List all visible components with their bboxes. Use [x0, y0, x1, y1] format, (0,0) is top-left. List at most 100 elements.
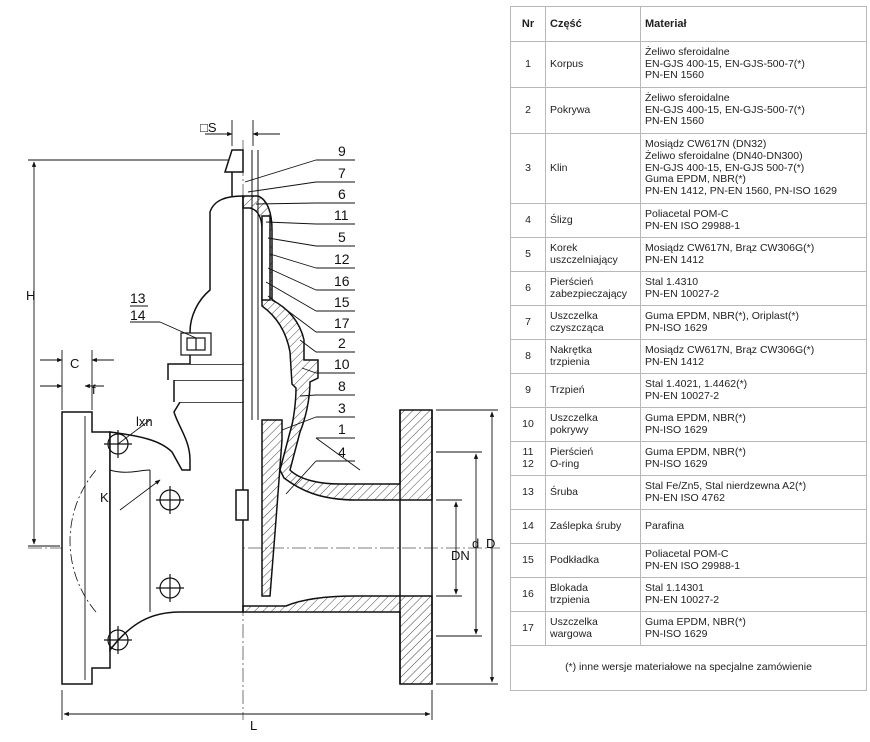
dimension-labels: □S H C f K lxn DN d D L — [26, 120, 495, 733]
header-part: Część — [545, 6, 641, 42]
callout-9: 9 — [338, 143, 346, 159]
cell-part: Blokada trzpienia — [545, 577, 641, 612]
callout-8: 8 — [338, 378, 346, 394]
cell-part: Podkładka — [545, 543, 641, 578]
cell-part: Korpus — [545, 41, 641, 88]
callout-numbers: 9 7 6 11 5 12 16 15 17 2 10 8 3 1 4 13 1… — [130, 143, 350, 460]
cell-nr: 13 — [510, 475, 546, 510]
table-footer-row: (*) inne wersje materiałowe na specjalne… — [510, 645, 867, 691]
cell-part: Zaślepka śruby — [545, 509, 641, 544]
valve-technical-drawing: □S H C f K lxn DN d D L — [26, 120, 500, 733]
cell-nr: 5 — [510, 237, 546, 272]
cell-material: Guma EPDM, NBR(*) PN-ISO 1629 — [640, 407, 867, 442]
cell-part: Klin — [545, 133, 641, 204]
dim-label-lxn: lxn — [136, 414, 153, 429]
cell-material: Guma EPDM, NBR(*), Oriplast(*) PN-ISO 16… — [640, 305, 867, 340]
callout-leaders — [130, 159, 361, 495]
dim-label-k: K — [100, 490, 109, 505]
table-header-row: Nr Część Materiał — [510, 6, 867, 42]
dim-label-f: f — [92, 382, 96, 397]
cell-nr: 1 — [510, 41, 546, 88]
callout-13: 13 — [130, 290, 146, 306]
cell-nr: 11 12 — [510, 441, 546, 476]
cell-material: Mosiądz CW617N, Brąz CW306G(*) PN-EN 141… — [640, 339, 867, 374]
callout-10: 10 — [334, 356, 350, 372]
cell-part: Pokrywa — [545, 87, 641, 134]
left-flange — [61, 411, 111, 685]
cell-material: Mosiądz CW617N, Brąz CW306G(*) PN-EN 141… — [640, 237, 867, 272]
cell-part: Uszczelka wargowa — [545, 611, 641, 646]
cell-material: Poliacetal POM-C PN-EN ISO 29988-1 — [640, 543, 867, 578]
cell-material: Mosiądz CW617N (DN32) Żeliwo sferoidalne… — [640, 133, 867, 204]
cell-part: Pierścień zabezpieczający — [545, 271, 641, 306]
dim-label-l: L — [250, 718, 257, 733]
right-flange — [399, 410, 433, 684]
cell-nr: 16 — [510, 577, 546, 612]
cell-part: Nakrętka trzpienia — [545, 339, 641, 374]
dim-label-d-small: d — [472, 536, 479, 551]
dim-label-h: H — [26, 288, 35, 303]
callout-12: 12 — [334, 251, 350, 267]
cell-material: Poliacetal POM-C PN-EN ISO 29988-1 — [640, 203, 867, 238]
header-material: Materiał — [640, 6, 867, 42]
cell-material: Stal Fe/Zn5, Stal nierdzewna A2(*) PN-EN… — [640, 475, 867, 510]
cell-part: Uszczelka pokrywy — [545, 407, 641, 442]
cell-part: Uszczelka czyszcząca — [545, 305, 641, 340]
cell-nr: 3 — [510, 133, 546, 204]
cell-material: Parafina — [640, 509, 867, 544]
cell-material: Stal 1.4021, 1.4462(*) PN-EN 10027-2 — [640, 373, 867, 408]
callout-11: 11 — [334, 207, 349, 223]
callout-14: 14 — [130, 307, 146, 323]
cell-material: Żeliwo sferoidalne EN-GJS 400-15, EN-GJS… — [640, 41, 867, 88]
cell-nr: 15 — [510, 543, 546, 578]
dim-label-c: C — [70, 356, 79, 371]
dimension-lines — [28, 120, 498, 720]
table-footnote: (*) inne wersje materiałowe na specjalne… — [510, 645, 867, 691]
cell-material: Stal 1.4310 PN-EN 10027-2 — [640, 271, 867, 306]
callout-2: 2 — [338, 335, 346, 351]
callout-1: 1 — [338, 421, 346, 437]
cell-nr: 14 — [510, 509, 546, 544]
callout-15: 15 — [334, 294, 350, 310]
dim-label-d-large: D — [486, 536, 495, 551]
bonnet-bolt — [180, 332, 212, 356]
callout-3: 3 — [338, 400, 346, 416]
cell-nr: 8 — [510, 339, 546, 374]
cell-material: Stal 1.14301 PN-EN 10027-2 — [640, 577, 867, 612]
callout-7: 7 — [338, 165, 346, 181]
cell-part: Korek uszczelniający — [545, 237, 641, 272]
cell-nr: 4 — [510, 203, 546, 238]
cell-nr: 7 — [510, 305, 546, 340]
cell-part: Pierścień O-ring — [545, 441, 641, 476]
cell-nr: 17 — [510, 611, 546, 646]
cell-part: Śruba — [545, 475, 641, 510]
cell-material: Guma EPDM, NBR(*) PN-ISO 1629 — [640, 611, 867, 646]
cell-part: Ślizg — [545, 203, 641, 238]
body-exterior — [109, 149, 244, 653]
cell-nr: 2 — [510, 87, 546, 134]
callout-5: 5 — [338, 229, 346, 245]
cell-part: Trzpień — [545, 373, 641, 408]
flange-bolt-holes — [69, 430, 184, 654]
callout-16: 16 — [334, 273, 350, 289]
cell-nr: 6 — [510, 271, 546, 306]
cell-nr: 10 — [510, 407, 546, 442]
dim-label-dn: DN — [451, 548, 470, 563]
callout-4: 4 — [338, 444, 346, 460]
